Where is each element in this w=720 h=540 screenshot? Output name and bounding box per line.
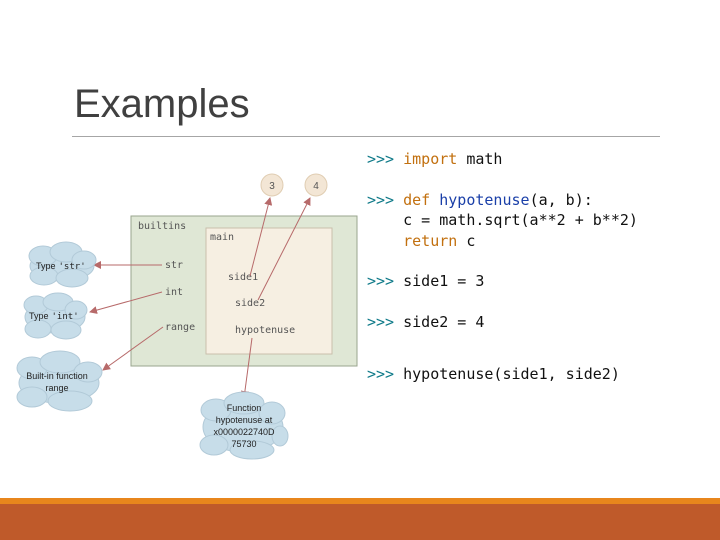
cloud-type-int xyxy=(23,292,88,340)
title-divider xyxy=(72,136,660,137)
footer-band xyxy=(0,504,720,540)
builtin-name-range: range xyxy=(165,322,195,333)
keyword-import: import xyxy=(403,150,458,168)
code-line-side2: >>> side2 = 4 xyxy=(367,312,484,332)
code-line-side1: >>> side1 = 3 xyxy=(367,271,484,291)
side2-assign: side2 = 4 xyxy=(403,313,485,331)
prompt: >>> xyxy=(367,272,395,290)
code-line-import: >>> import math xyxy=(367,149,502,169)
namespace-diagram: builtins str int range main side1 side2 … xyxy=(16,173,358,460)
cloud-range-line1: Built-in function xyxy=(26,371,88,381)
prompt: >>> xyxy=(367,150,395,168)
cloud-str-text: Type'str' xyxy=(36,261,86,272)
slide-title: Examples xyxy=(74,82,250,126)
cloud-range-line2: range xyxy=(45,383,68,393)
main-name-side1: side1 xyxy=(228,272,258,283)
code-line-def: >>> def hypotenuse(a, b): xyxy=(367,190,593,210)
arrow-hypotenuse-to-function xyxy=(240,337,253,399)
builtin-name-int: int xyxy=(165,287,183,298)
main-name-hypotenuse: hypotenuse xyxy=(235,325,295,336)
prompt: >>> xyxy=(367,313,395,331)
main-label: main xyxy=(210,232,234,243)
return-value: c xyxy=(457,232,476,250)
arrow-side1-to-3 xyxy=(249,197,273,277)
prompt: >>> xyxy=(367,191,395,209)
cloud-function-line2: hypotenuse at xyxy=(216,415,273,425)
code-line-call: >>> hypotenuse(side1, side2) xyxy=(367,364,620,384)
value-4-node xyxy=(304,173,328,197)
value-3-label: 3 xyxy=(269,181,275,192)
def-params: (a, b): xyxy=(529,191,593,209)
cloud-function-line1: Function xyxy=(227,403,262,413)
cloud-builtin-range xyxy=(16,350,103,412)
keyword-return: return xyxy=(403,232,458,250)
code-line-body: c = math.sqrt(a**2 + b**2) xyxy=(367,210,638,230)
main-frame xyxy=(205,227,333,355)
cloud-function-line4: 75730 xyxy=(231,439,256,449)
arrow-range-to-builtin xyxy=(102,326,164,371)
cloud-function-hypotenuse xyxy=(199,391,289,460)
arrow-side2-to-4 xyxy=(257,197,311,301)
prompt: >>> xyxy=(367,365,395,383)
footer-stripe xyxy=(0,498,720,504)
main-name-side2: side2 xyxy=(235,298,265,309)
function-call: hypotenuse(side1, side2) xyxy=(403,365,620,383)
cloud-function-line3: x0000022740D xyxy=(213,427,275,437)
arrow-int-to-type xyxy=(89,291,163,314)
body-text: c = math.sqrt(a**2 + b**2) xyxy=(367,211,638,229)
function-name: hypotenuse xyxy=(439,191,530,209)
value-3-node xyxy=(260,173,284,197)
cloud-int-text: Type'int' xyxy=(29,311,79,322)
side1-assign: side1 = 3 xyxy=(403,272,485,290)
import-target: math xyxy=(457,150,503,168)
cloud-type-str xyxy=(28,241,97,288)
builtin-name-str: str xyxy=(165,260,183,271)
keyword-def: def xyxy=(403,191,431,209)
value-4-label: 4 xyxy=(313,181,319,192)
builtins-label: builtins xyxy=(138,221,186,232)
code-line-return: return c xyxy=(367,231,475,251)
